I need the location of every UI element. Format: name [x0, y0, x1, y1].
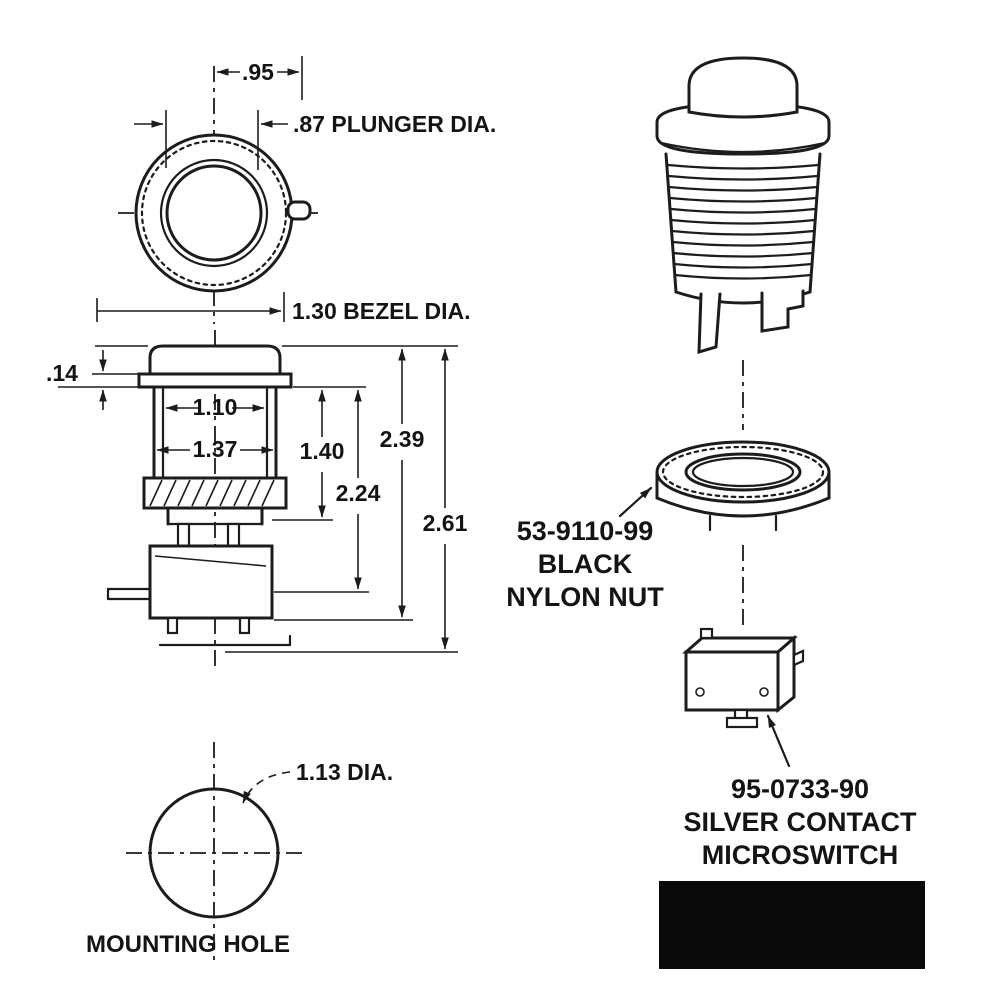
nut-label-line2: BLACK	[538, 549, 633, 579]
mounting-nut-profile	[142, 476, 288, 510]
pictorial-nut: 53-9110-99 BLACK NYLON NUT	[506, 440, 831, 628]
dim-137-label: 1.37	[193, 436, 238, 462]
switch-lever-line	[154, 555, 267, 567]
button-lip-lower-curve	[659, 141, 827, 154]
switch-part-number: 95-0733-90	[731, 774, 869, 804]
dim-261: 2.61	[423, 348, 468, 650]
button-body-left	[664, 152, 678, 294]
nut-thread-ring	[691, 456, 795, 488]
mounting-hole-label: MOUNTING HOLE	[86, 931, 290, 958]
nut-label-line3: NYLON NUT	[506, 582, 664, 612]
plunger-cap-profile	[148, 344, 282, 376]
actuator-pin-right	[226, 522, 241, 548]
mounting-hole-view: 1.13 DIA. MOUNTING HOLE	[86, 742, 393, 964]
nut-part-number: 53-9110-99	[517, 516, 654, 546]
button-body-ribs	[666, 163, 820, 280]
button-cap	[687, 56, 799, 119]
snap-prong-right	[760, 289, 805, 333]
dim-95: .95	[216, 56, 303, 100]
mounting-dia-label: 1.13 DIA.	[296, 759, 393, 785]
pictorial-button	[655, 56, 831, 430]
dim-110: 1.10	[165, 394, 265, 420]
dim-plunger-dia: .87 PLUNGER DIA.	[134, 110, 496, 170]
dim-14: .14	[46, 350, 107, 410]
nut-knurl-ring	[661, 445, 825, 499]
button-body-right	[808, 152, 822, 294]
dim-224: 2.24	[336, 389, 381, 590]
nut-knurl-hatch	[149, 479, 275, 507]
switch-terminal-right	[792, 649, 805, 667]
bezel-knurl-ring	[140, 139, 288, 287]
mounting-hole-circle	[148, 787, 280, 919]
color-swatch-black	[659, 881, 925, 969]
leader-line	[242, 771, 291, 804]
bezel-flange-profile	[137, 372, 293, 389]
dim-140: 1.40	[300, 389, 345, 518]
bezel-outer-circle	[134, 133, 294, 293]
switch-plunger	[699, 627, 714, 640]
top-view: .95 .87 PLUNGER DIA. 1.30 BEZEL DIA.	[96, 56, 496, 324]
switch-side-face	[776, 634, 796, 714]
plunger-dia-label: .87 PLUNGER DIA.	[293, 111, 496, 137]
switch-screw-hole-left	[695, 687, 705, 697]
datum-extension-lines	[58, 345, 458, 653]
plunger-outer-circle	[159, 158, 269, 268]
dim-110-label: 1.10	[193, 394, 238, 420]
dim-239: 2.39	[380, 348, 425, 618]
dim-bezel-dia: 1.30 BEZEL DIA.	[96, 292, 471, 324]
nut-bottom-arc	[655, 496, 831, 518]
side-view: .14 1.10 1.37 1.40 2.24	[46, 330, 468, 672]
dim-261-label: 2.61	[423, 510, 468, 536]
switch-top-face	[682, 636, 798, 654]
switch-callout-arrow	[766, 714, 791, 768]
nut-callout-arrow	[618, 486, 653, 518]
switch-terminal-foot	[725, 716, 759, 729]
keying-tab	[286, 200, 312, 221]
dim-140-label: 1.40	[300, 438, 345, 464]
bezel-dia-label: 1.30 BEZEL DIA.	[292, 298, 471, 324]
switch-label-line3: MICROSWITCH	[702, 840, 898, 870]
bottom-pin-left	[166, 616, 179, 635]
plunger-inner-circle	[165, 164, 263, 262]
dim-239-label: 2.39	[380, 426, 425, 452]
nut-inner-ring	[684, 452, 802, 492]
actuator-pin-left	[176, 522, 191, 548]
pictorial-microswitch: 95-0733-90 SILVER CONTACT MICROSWITCH	[682, 627, 918, 870]
dim-14-label: .14	[46, 360, 78, 386]
bottom-pin-right	[238, 616, 251, 635]
dim-224-label: 2.24	[336, 480, 381, 506]
dim-137: 1.37	[156, 436, 274, 462]
switch-label-line2: SILVER CONTACT	[684, 807, 918, 837]
switch-screw-hole-right	[759, 687, 769, 697]
snap-prong-left	[697, 292, 722, 355]
dim-95-label: .95	[242, 59, 274, 85]
switch-front-face	[684, 650, 780, 712]
